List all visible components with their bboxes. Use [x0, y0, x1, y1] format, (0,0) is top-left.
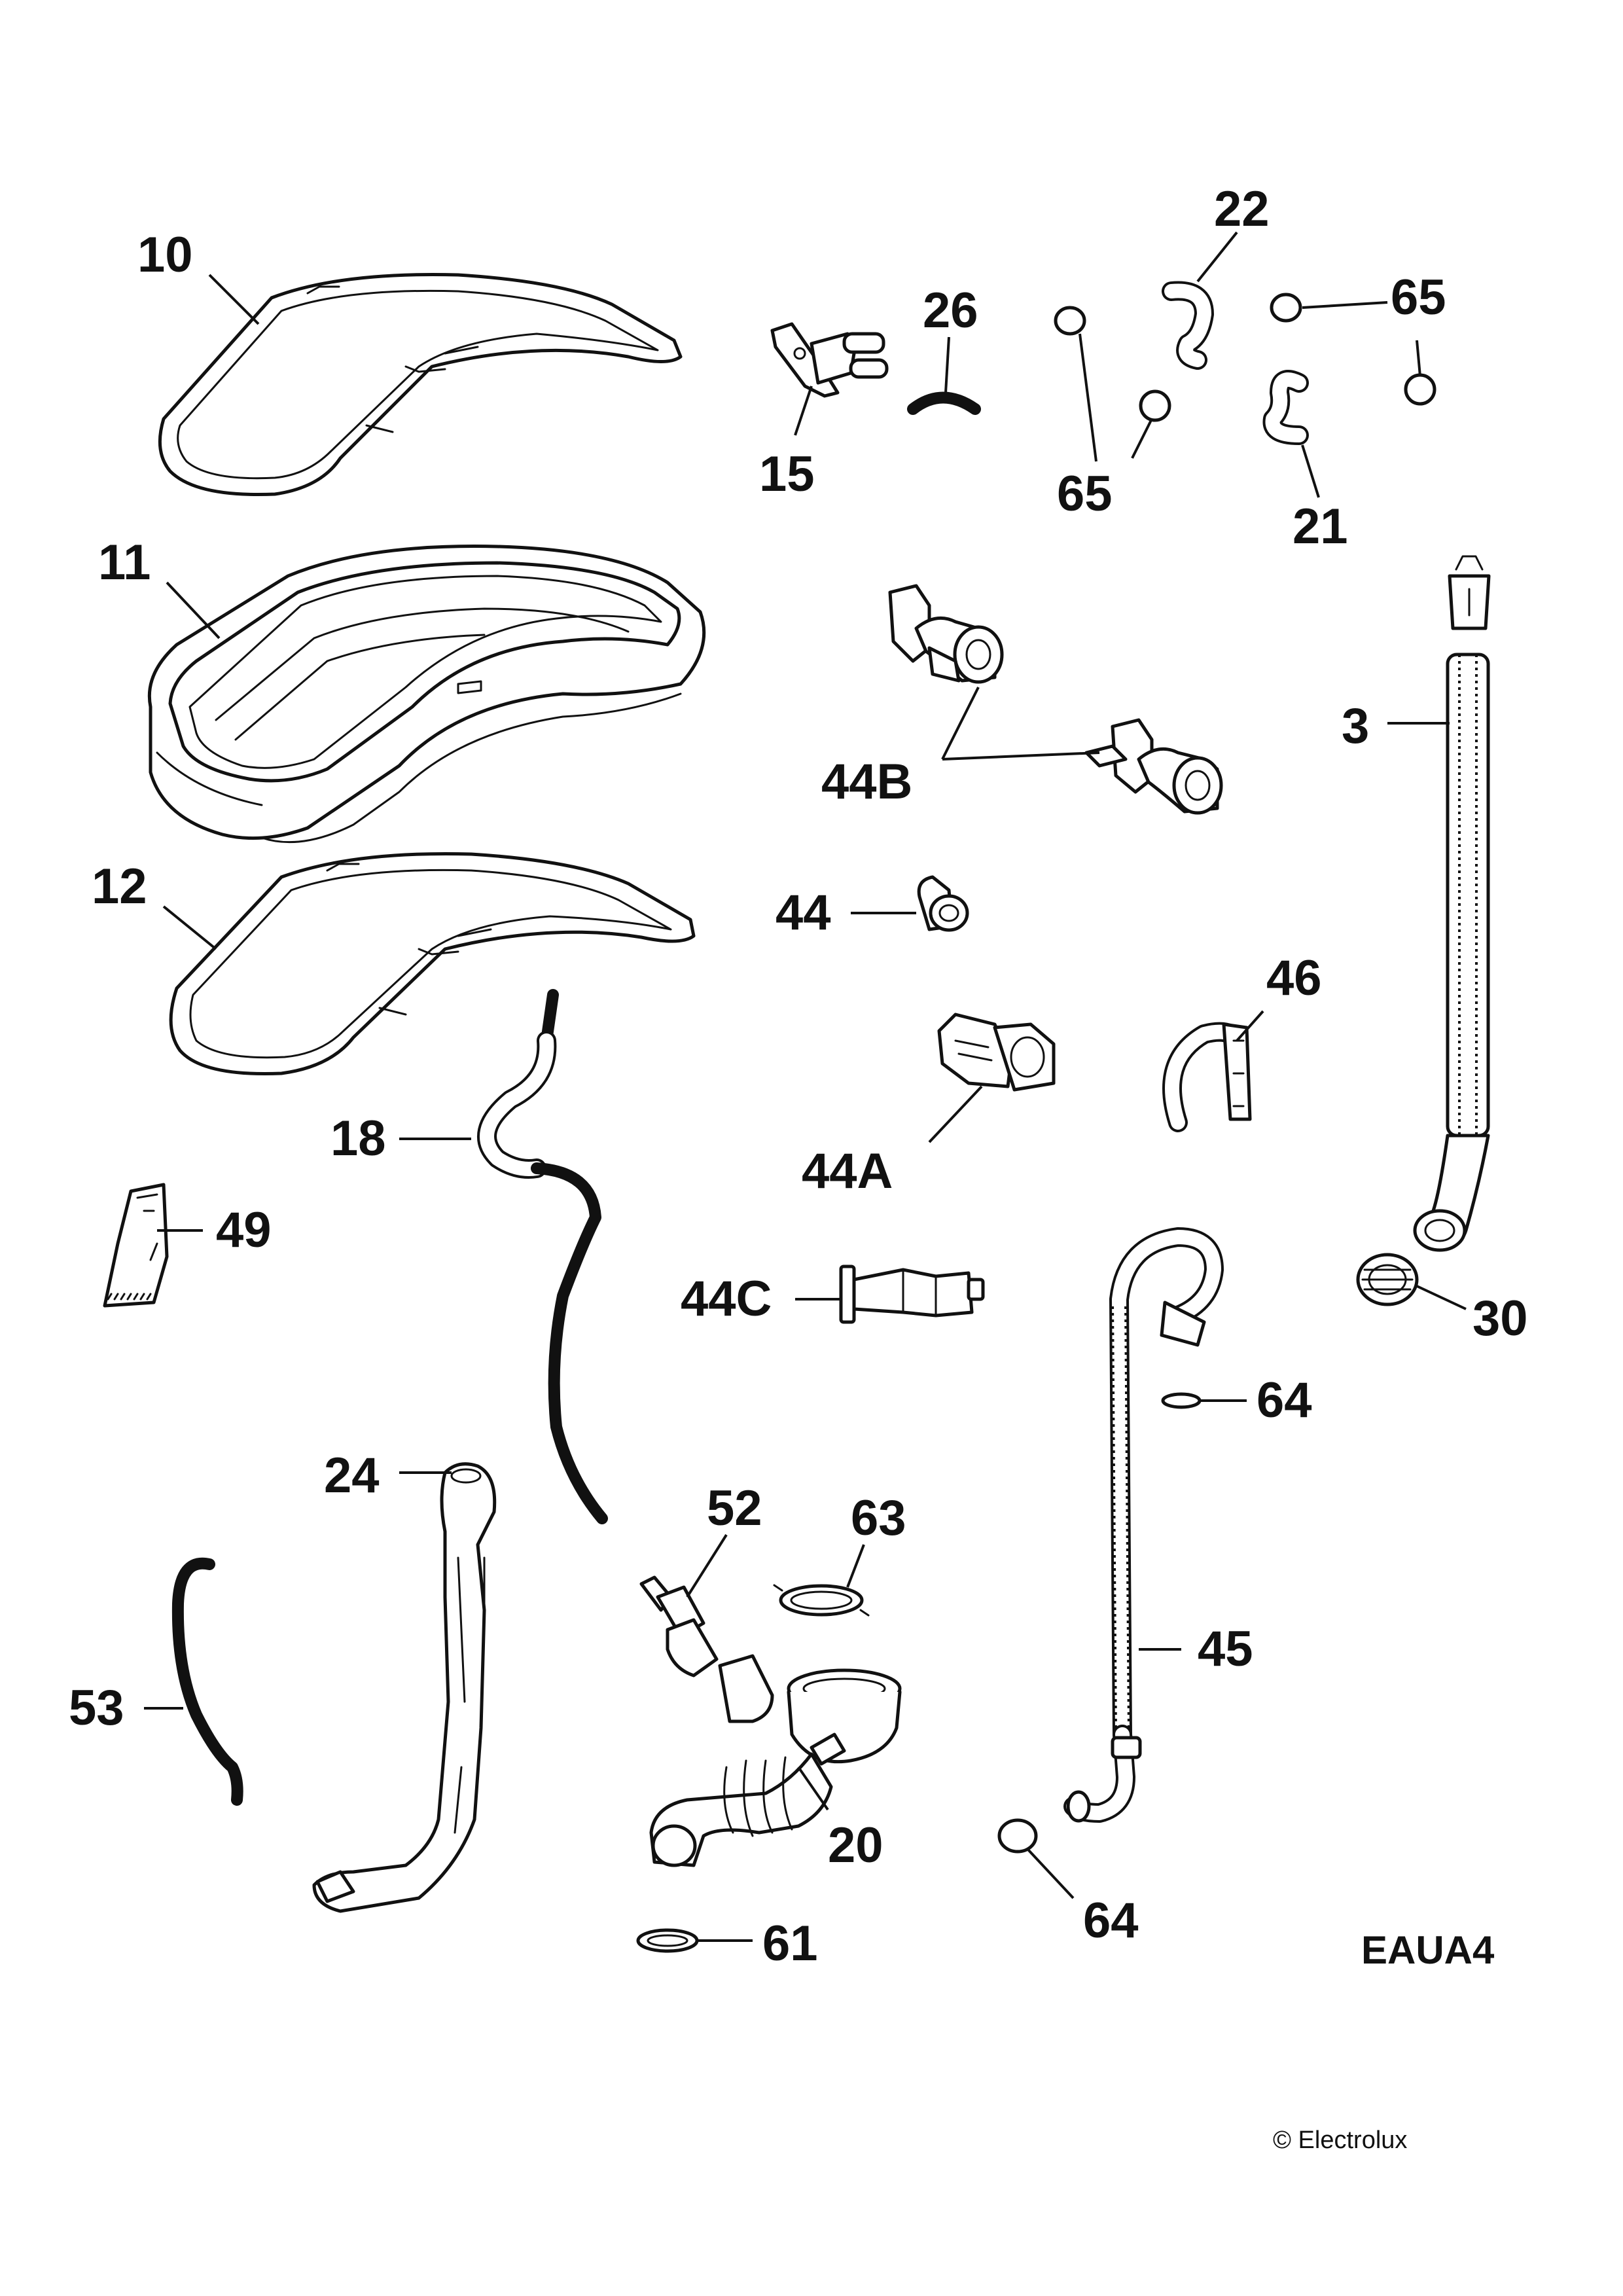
- part-64-hose-clips: [997, 1392, 1202, 1854]
- part-65-hose-clips: [1054, 293, 1436, 422]
- callout-44a: 44A: [802, 1143, 893, 1199]
- part-44b-hose-clamp-assembly: [888, 584, 1223, 815]
- callout-45: 45: [1198, 1621, 1253, 1677]
- callout-65-center: 65: [1057, 466, 1113, 522]
- part-61-clamp: [636, 1928, 699, 1953]
- part-44-hose-clamp: [917, 875, 969, 932]
- callout-63: 63: [851, 1490, 906, 1546]
- part-24-drain-hose: [312, 1462, 497, 1913]
- callout-labels: 10 11 12 15 26 22 65 65 21 3 44B 44 46 4…: [69, 181, 1528, 1971]
- callout-10: 10: [137, 227, 193, 283]
- callout-21: 21: [1293, 499, 1348, 554]
- part-20-sump-hose: [649, 1654, 902, 1867]
- leader-lines: [144, 231, 1467, 1942]
- callout-44b: 44B: [821, 754, 912, 810]
- callout-65-right: 65: [1391, 270, 1446, 325]
- part-26-short-hose: [907, 391, 981, 415]
- callout-64-lower: 64: [1083, 1893, 1139, 1948]
- callout-20: 20: [828, 1818, 883, 1873]
- part-12-rear-frame-gasket: [169, 852, 696, 1076]
- part-22-elbow-hose: [1162, 281, 1214, 370]
- callout-12: 12: [92, 859, 147, 914]
- part-30-ring-nut: [1356, 1253, 1419, 1306]
- callout-49: 49: [216, 1202, 272, 1258]
- part-45-drain-hose: [1063, 1227, 1224, 1823]
- callout-15: 15: [759, 446, 815, 502]
- part-21-elbow-hose: [1262, 370, 1309, 445]
- part-3-corrugated-hose: [1413, 555, 1491, 1252]
- callout-46: 46: [1266, 950, 1322, 1006]
- callout-52: 52: [707, 1480, 762, 1536]
- callout-26: 26: [923, 283, 978, 338]
- part-46-hose-guide: [1162, 1022, 1252, 1132]
- callout-18: 18: [330, 1111, 386, 1166]
- part-11-door-seal-bellows: [147, 545, 706, 844]
- part-49-bracket: [103, 1183, 169, 1308]
- callout-44: 44: [776, 885, 831, 941]
- callout-11: 11: [98, 535, 151, 590]
- copyright-notice: © Electrolux: [1273, 2126, 1407, 2154]
- diagram-code: EAUA4: [1361, 1928, 1495, 1972]
- callout-64-upper: 64: [1257, 1372, 1312, 1428]
- part-44c-clamp: [839, 1265, 985, 1324]
- part-52-valve: [639, 1575, 719, 1677]
- callout-24: 24: [324, 1448, 380, 1503]
- part-53-tube: [171, 1557, 243, 1806]
- callout-61: 61: [762, 1916, 818, 1971]
- part-63-clamp: [773, 1584, 870, 1617]
- callout-30: 30: [1472, 1291, 1528, 1346]
- part-10-front-frame-gasket: [158, 272, 683, 497]
- callout-22: 22: [1214, 181, 1270, 237]
- part-18-pressure-hose: [477, 989, 608, 1524]
- callout-44c: 44C: [681, 1271, 772, 1327]
- part-15-inlet-valve-bracket: [770, 322, 889, 398]
- callout-3: 3: [1342, 698, 1369, 754]
- part-44a-clamp: [937, 1013, 1056, 1092]
- callout-53: 53: [69, 1680, 124, 1736]
